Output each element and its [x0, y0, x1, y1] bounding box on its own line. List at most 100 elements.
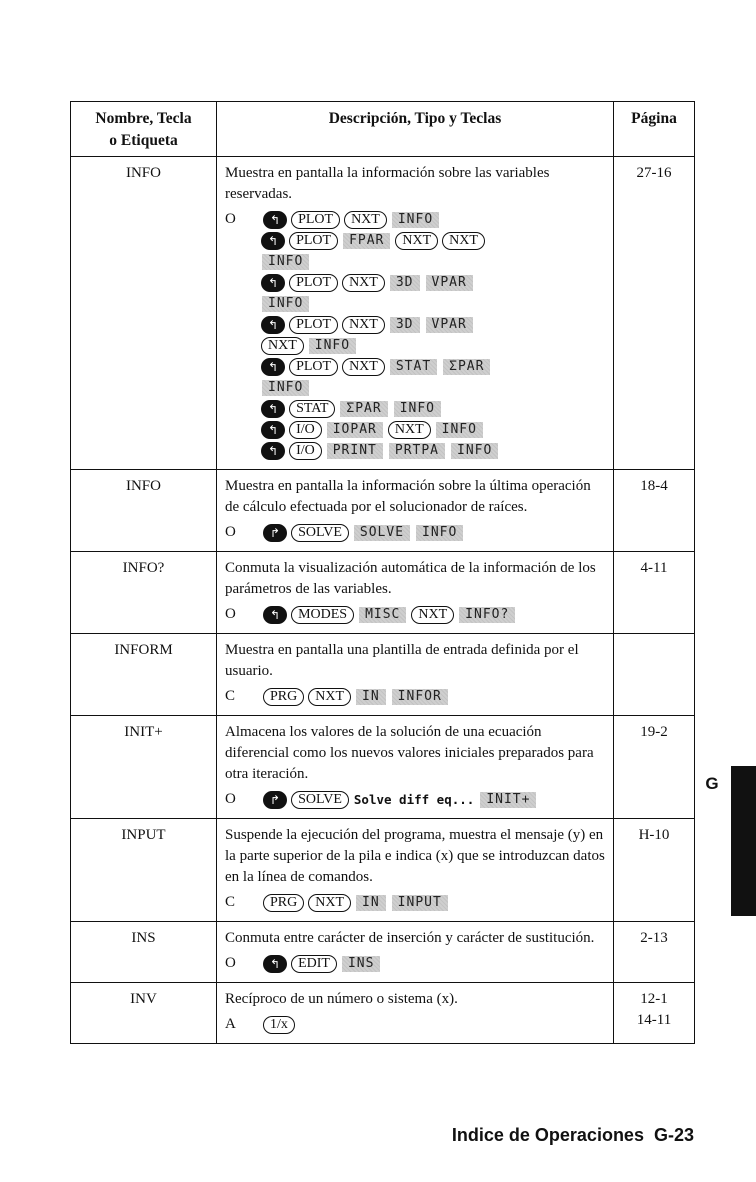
calculator-key: NXT	[342, 357, 385, 376]
operation-description-cell: Conmuta entre carácter de inserción y ca…	[216, 921, 614, 984]
calculator-key: NXT	[344, 210, 387, 229]
menu-softkey-label: IOPAR	[326, 421, 383, 438]
menu-softkey-label: INFO	[416, 524, 464, 541]
footer-page-number: G-23	[653, 1125, 694, 1145]
operation-name: INS	[70, 921, 217, 984]
operation-pages: 2-13	[613, 921, 695, 984]
operation-description-cell: Muestra en pantalla una plantilla de ent…	[216, 633, 614, 716]
operation-pages	[613, 633, 695, 716]
calculator-key: NXT	[411, 605, 455, 624]
calculator-key: PLOT	[289, 273, 339, 292]
menu-softkey-label: SOLVE	[353, 524, 411, 541]
left-shift-key-icon: ↰	[261, 315, 286, 334]
operations-index-table: Nombre, Tecla o Etiqueta Descripción, Ti…	[70, 101, 695, 1045]
page-ref: 27-16	[636, 165, 672, 181]
operation-type: O	[225, 606, 236, 622]
calculator-key: NXT	[261, 336, 304, 355]
operation-pages: H-10	[613, 818, 695, 923]
operation-pages: 4-11	[613, 551, 695, 634]
calculator-key: PLOT	[289, 231, 339, 250]
calculator-key: PRG	[263, 893, 305, 912]
operation-name: INPUT	[70, 818, 217, 923]
menu-literal-text: Solve diff eq...	[353, 792, 475, 808]
calculator-key: EDIT	[291, 954, 337, 973]
right-shift-key-icon: ↱	[263, 523, 288, 542]
operation-name: INV	[70, 982, 217, 1045]
operation-pages: 19-2	[613, 714, 695, 820]
table-header: Nombre, Tecla o Etiqueta Descripción, Ti…	[70, 101, 695, 157]
section-letter: G	[705, 774, 719, 793]
menu-softkey-label: INS	[341, 955, 381, 972]
menu-softkey-label: 3D	[389, 274, 420, 291]
footer-section-title: Indice de Operaciones	[451, 1125, 644, 1145]
operation-type: O	[225, 955, 236, 972]
section-thumb-tab	[731, 766, 756, 916]
header-row: Nombre, Tecla o Etiqueta Descripción, Ti…	[70, 101, 695, 157]
calculator-key: SOLVE	[291, 790, 349, 809]
page-footer: Indice de Operaciones G-23	[452, 1125, 694, 1146]
operation-name: INIT+	[70, 714, 217, 820]
operation-description-cell: Muestra en pantalla la información sobre…	[216, 156, 614, 470]
menu-softkey-label: INFO	[262, 253, 310, 270]
operation-description-cell: Muestra en pantalla la información sobre…	[216, 469, 614, 552]
menu-softkey-label: INIT+	[480, 791, 537, 808]
page-ref: 12-1	[640, 991, 668, 1008]
right-shift-key-icon: ↱	[263, 790, 288, 809]
calculator-key: MODES	[291, 605, 355, 624]
menu-softkey-label: INFO	[391, 211, 440, 228]
calculator-key: I/O	[289, 420, 322, 439]
keystroke-line: INFO	[225, 251, 607, 272]
page-ref: H-10	[638, 827, 670, 844]
menu-softkey-label: MISC	[359, 606, 407, 623]
operation-description-cell: Almacena los valores de la solución de u…	[216, 714, 614, 820]
operation-description: Suspende la ejecución del programa, mues…	[225, 827, 605, 886]
keystroke-line: INFO	[225, 293, 607, 314]
calculator-key: PLOT	[289, 315, 339, 334]
operation-name: INFO	[70, 156, 217, 470]
menu-softkey-label: INFO	[393, 400, 442, 417]
page-ref: 19-2	[640, 724, 668, 740]
menu-softkey-label: FPAR	[343, 232, 391, 249]
operation-type: C	[225, 894, 236, 911]
menu-softkey-label: VPAR	[425, 274, 473, 291]
operation-name: INFORM	[70, 633, 217, 716]
menu-softkey-label: IN	[356, 894, 386, 911]
operation-description-cell: Conmuta la visualización automática de l…	[216, 551, 614, 634]
table-row: INFO?Conmuta la visualización automática…	[70, 551, 695, 634]
calculator-key: PLOT	[291, 210, 341, 229]
left-shift-key-icon: ↰	[261, 273, 286, 292]
page-ref: 18-4	[640, 478, 668, 494]
calculator-key: PRG	[263, 687, 305, 706]
calculator-key: NXT	[308, 893, 352, 912]
operation-description-cell: Suspende la ejecución del programa, mues…	[216, 818, 614, 923]
operation-description: Muestra en pantalla una plantilla de ent…	[225, 642, 579, 679]
menu-softkey-label: INFO	[451, 442, 499, 459]
page-ref: 4-11	[640, 560, 668, 576]
operation-type: O	[225, 524, 236, 540]
operation-type: A	[225, 1016, 236, 1033]
menu-softkey-label: INFO	[262, 379, 310, 396]
keystroke-line: INFO	[225, 377, 607, 398]
menu-softkey-label: PRTPA	[388, 442, 446, 459]
left-shift-key-icon: ↰	[261, 231, 286, 250]
left-shift-key-icon: ↰	[261, 357, 286, 376]
